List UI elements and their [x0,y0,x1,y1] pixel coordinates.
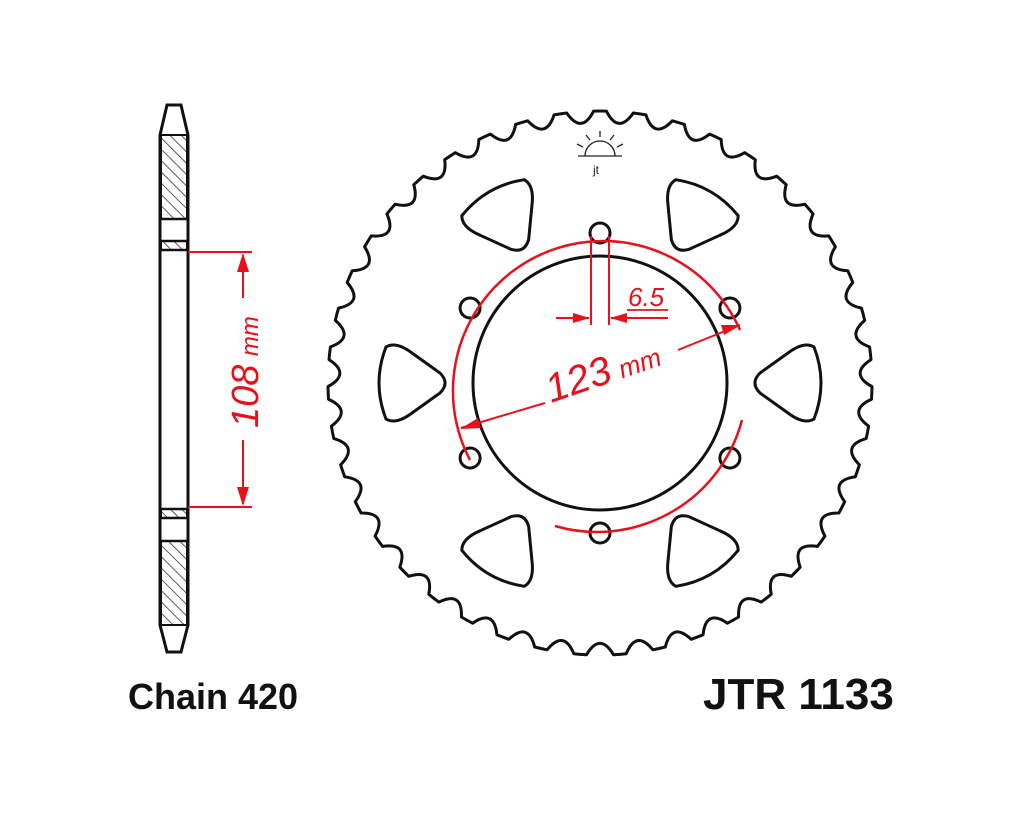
lightening-slots [377,178,823,588]
hatch-bottom [160,540,188,626]
chain-size-label: Chain 420 [128,676,299,717]
svg-text:jt: jt [592,163,600,177]
lightening-slot [460,514,534,588]
hatch-top [160,134,188,220]
center-bore [471,254,729,512]
hub-height-label: 108 mm [225,316,267,428]
sprocket-teeth-outline [326,109,874,657]
pcd-label: 123 mm [540,331,666,411]
lightening-slot [460,178,534,252]
lightening-slot [666,514,740,588]
hole-diameter-label: 6.5 [628,282,665,312]
lightening-slot [666,178,740,252]
model-number-label: JTR 1133 [703,670,894,719]
sprocket-front-view: 6.5 123 mm jt [326,109,874,657]
hub-height-dimension: 108 mm [188,251,267,508]
bolt-hole [718,446,742,470]
hatch-top-small [160,240,188,251]
lightening-slot [377,343,447,423]
pcd-circle [451,239,744,534]
hatch-bottom-small [160,508,188,519]
bolt-hole [588,221,612,245]
pcd-dimension: 123 mm [460,324,741,429]
hole-diameter-dimension: 6.5 [556,236,668,325]
jt-sunrise-logo: jt [576,131,624,177]
side-profile-view: 108 mm [158,103,267,654]
lightening-slot [753,343,823,423]
